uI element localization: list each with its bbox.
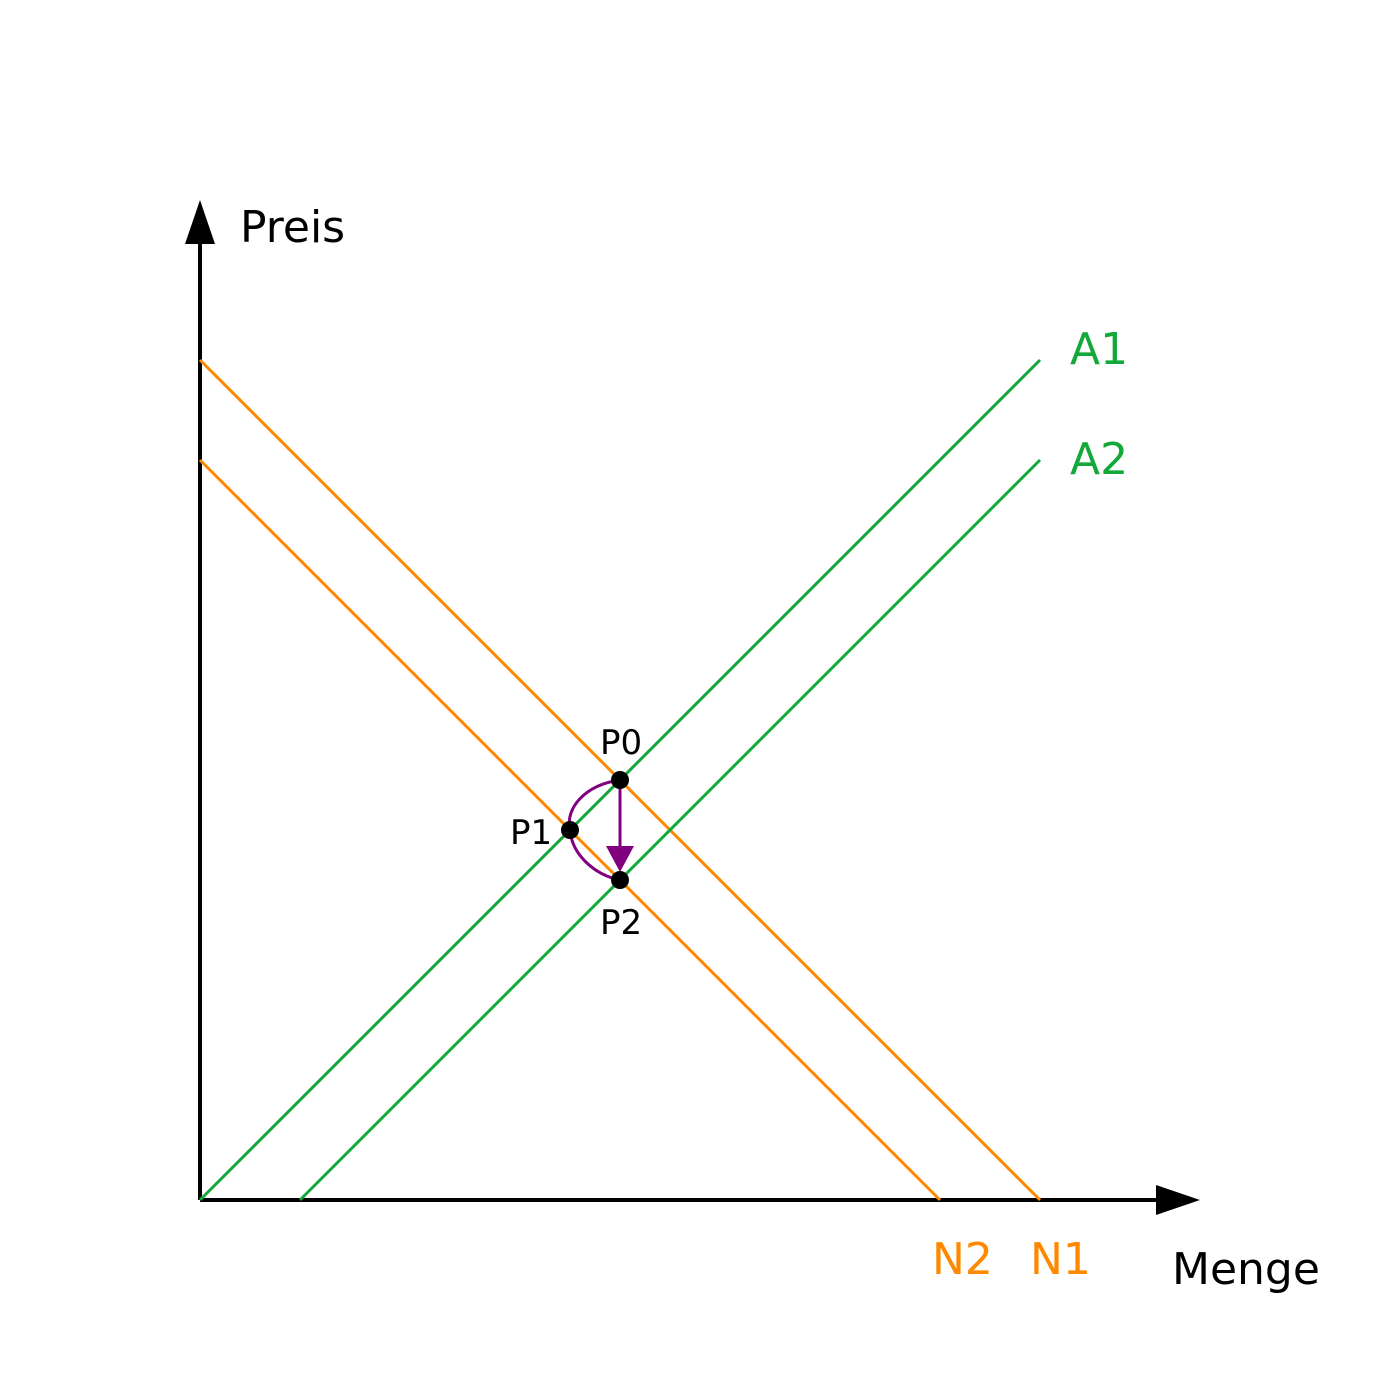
supply-curve-a2 (298, 458, 1042, 1202)
shift-arrowhead (606, 846, 634, 872)
curve-label-n2: N2 (932, 1234, 993, 1285)
point-p2 (611, 871, 629, 889)
curve-label-n1: N1 (1030, 1234, 1091, 1285)
y-axis-label: Preis (240, 202, 345, 253)
point-label-p0: P0 (600, 723, 642, 763)
y-axis-arrowhead (185, 200, 215, 244)
x-axis-arrowhead (1156, 1185, 1200, 1215)
point-label-p1: P1 (510, 813, 552, 853)
curve-label-a1: A1 (1070, 324, 1128, 375)
curve-label-a2: A2 (1070, 434, 1128, 485)
point-p1 (561, 821, 579, 839)
x-axis-label: Menge (1172, 1244, 1320, 1295)
point-p0 (611, 771, 629, 789)
point-label-p2: P2 (600, 903, 642, 943)
